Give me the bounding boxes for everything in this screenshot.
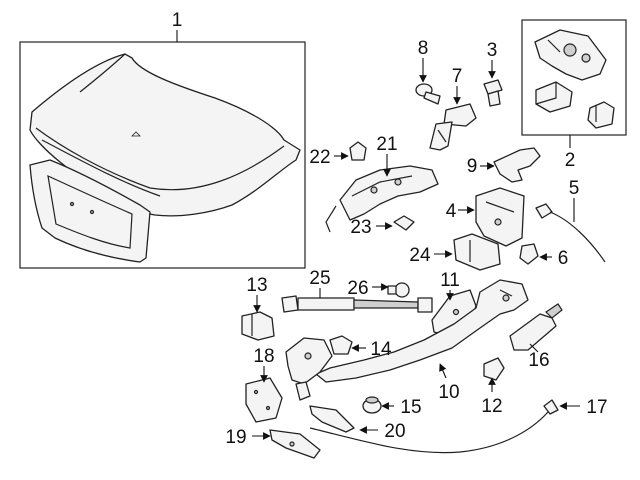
part-25-support-strut <box>281 295 433 313</box>
part-17-release-cable <box>309 399 559 454</box>
part-18-pad <box>245 377 283 423</box>
callout-13: 13 <box>246 275 267 296</box>
callout-11: 11 <box>440 270 460 291</box>
part-26-bolt <box>387 282 410 298</box>
part-5-cable <box>535 203 606 263</box>
callout-10: 10 <box>438 382 459 403</box>
callout-9: 9 <box>467 156 478 177</box>
callout-2: 2 <box>565 150 576 171</box>
part-7-striker <box>429 103 477 151</box>
part-8-bolt <box>415 83 441 105</box>
part-6-clip <box>519 243 539 265</box>
part-9-handle <box>493 147 541 183</box>
part-10-hinge-assembly <box>285 279 529 401</box>
part-12-clip <box>483 357 505 381</box>
callout-21: 21 <box>376 134 397 155</box>
part-22-bumper <box>349 141 367 161</box>
callout-19: 19 <box>225 427 246 448</box>
callout-15: 15 <box>400 397 421 418</box>
part-14-clip <box>329 335 353 355</box>
callout-6: 6 <box>558 248 569 269</box>
part-4-bracket <box>475 187 525 247</box>
part-2-latch-assembly <box>521 19 627 136</box>
callout-17: 17 <box>586 397 607 418</box>
part-20-bracket <box>309 405 355 433</box>
part-1-trunk-lid <box>19 41 306 269</box>
part-24-bracket <box>453 233 501 271</box>
callout-7: 7 <box>452 66 463 87</box>
callout-16: 16 <box>528 350 549 371</box>
part-16-damper <box>509 303 563 351</box>
part-15-grommet <box>362 396 382 414</box>
part-23-pad <box>393 215 415 231</box>
part-3-bolt <box>483 79 503 107</box>
part-13-clip <box>241 311 275 341</box>
callout-18: 18 <box>253 346 274 367</box>
leader-lines <box>176 30 580 440</box>
callout-12: 12 <box>481 396 502 417</box>
callout-20: 20 <box>384 421 405 442</box>
callout-14: 14 <box>370 339 392 360</box>
callout-3: 3 <box>487 40 498 61</box>
callout-5: 5 <box>569 178 580 199</box>
callout-23: 23 <box>350 217 371 238</box>
callout-26: 26 <box>347 278 368 299</box>
part-19-bracket <box>269 429 321 459</box>
callout-numbers: 1 2 3 4 5 6 7 8 9 10 11 12 13 14 15 16 1… <box>172 10 608 448</box>
callout-22: 22 <box>309 147 330 168</box>
callout-4: 4 <box>446 201 457 222</box>
callout-24: 24 <box>409 245 431 266</box>
part-21-hinge <box>325 165 439 233</box>
callout-25: 25 <box>309 268 330 289</box>
callout-8: 8 <box>418 38 429 59</box>
callout-1: 1 <box>172 10 183 31</box>
